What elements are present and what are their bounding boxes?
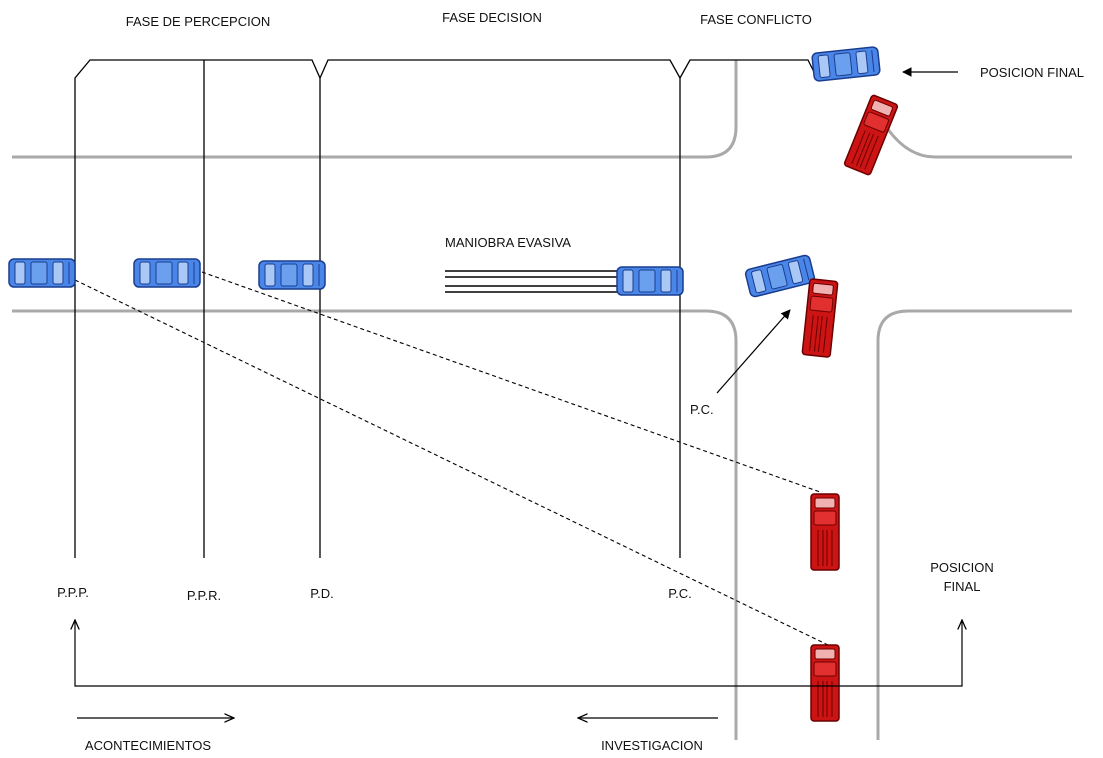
road-upper-right-edge xyxy=(881,121,1072,159)
final-position-bottom-line2: FINAL xyxy=(944,579,981,594)
red-truck-mid xyxy=(810,493,840,571)
ppr-label: P.P.R. xyxy=(187,588,221,603)
events-label: ACONTECIMIENTOS xyxy=(85,738,211,753)
final-position-top-label: POSICION FINAL xyxy=(980,65,1084,80)
phase-perception-label: FASE DE PERCEPCION xyxy=(126,14,270,29)
pc-label: P.C. xyxy=(668,586,692,601)
phase-bracket-line xyxy=(74,59,816,558)
red-truck-conflict xyxy=(801,277,839,359)
timeline-bracket xyxy=(75,620,962,687)
road-lower-left-edge xyxy=(12,309,738,740)
ppp-label: P.P.P. xyxy=(57,585,89,600)
phase-conflict-label: FASE CONFLICTO xyxy=(700,12,812,27)
projection-line-ppr xyxy=(201,271,821,493)
evasive-maneuver-label: MANIOBRA EVASIVA xyxy=(445,235,571,250)
blue-car-ppp xyxy=(8,258,76,288)
pc-conflict-label: P.C. xyxy=(690,402,714,417)
road-lower-right-edge xyxy=(876,309,1072,740)
investigation-label: INVESTIGACION xyxy=(601,738,703,753)
blue-car-final xyxy=(810,45,882,83)
skid-marks xyxy=(445,270,622,293)
red-truck-start xyxy=(810,644,840,722)
road-upper-left-edge xyxy=(12,60,738,159)
blue-car-pd xyxy=(258,260,326,290)
phase-brackets xyxy=(74,59,816,558)
pc-conflict-arrow xyxy=(716,309,791,394)
red-truck-final xyxy=(843,93,899,177)
blue-car-conflict xyxy=(743,253,817,299)
blue-car-evasive xyxy=(616,266,684,296)
road-network xyxy=(12,60,1072,740)
pd-label: P.D. xyxy=(310,586,334,601)
final-position-bottom-line1: POSICION xyxy=(930,560,994,575)
phase-decision-label: FASE DECISION xyxy=(442,10,542,25)
blue-car-ppr xyxy=(133,258,201,288)
